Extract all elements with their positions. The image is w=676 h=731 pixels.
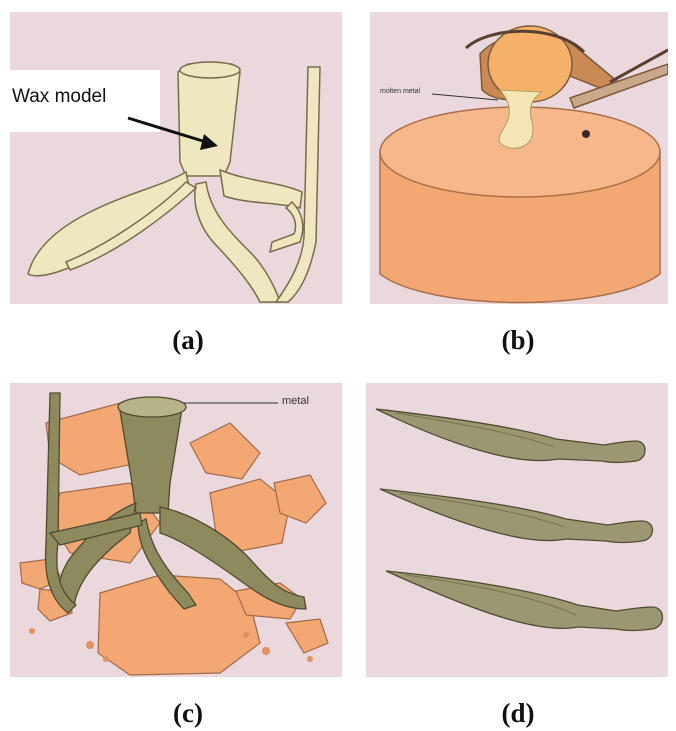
panel-d-spearheads-illustration: [366, 383, 668, 677]
caption-c: (c): [118, 700, 258, 727]
wax-model-arrow: [10, 12, 342, 304]
panel-a-wax-model-illustration: Wax model: [10, 12, 342, 304]
caption-d: (d): [448, 700, 588, 727]
caption-a: (a): [118, 327, 258, 354]
panel-c-casting-illustration: metal: [10, 383, 342, 677]
molten-metal-label: molten metal: [380, 88, 420, 95]
caption-b: (b): [448, 327, 588, 354]
metal-label: metal: [282, 395, 309, 407]
panel-b-pouring-illustration: molten metal: [370, 12, 668, 304]
